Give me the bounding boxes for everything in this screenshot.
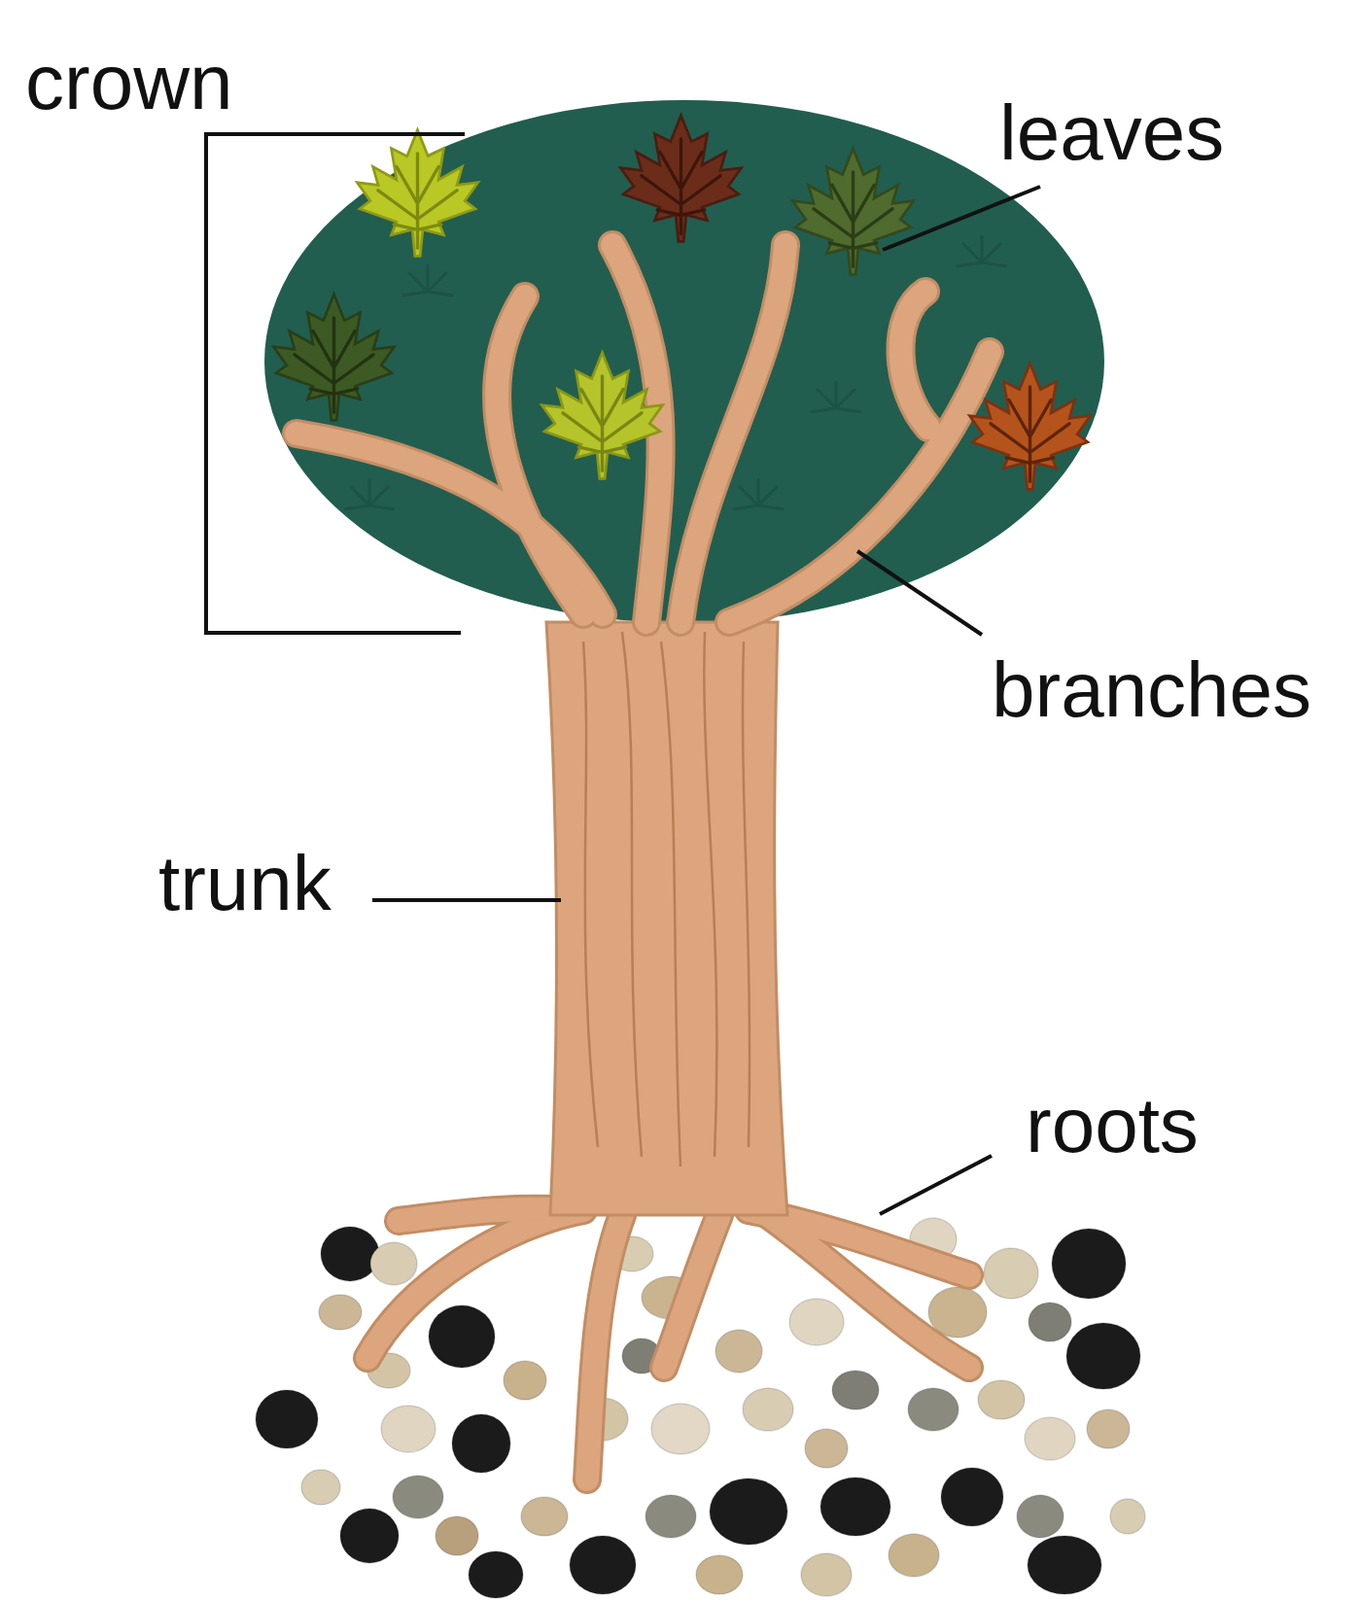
part-label: crown xyxy=(25,43,233,122)
branches-shape xyxy=(296,244,990,623)
part-label: trunk xyxy=(158,844,332,923)
trunk-shape xyxy=(546,622,788,1216)
part-label: roots xyxy=(1025,1086,1199,1165)
roots-shape xyxy=(367,1209,970,1480)
crown-shape xyxy=(264,100,1105,624)
maple-leaves xyxy=(273,115,1090,490)
part-label: branches xyxy=(991,651,1312,730)
leader-lines xyxy=(206,134,1041,1215)
bark-lines xyxy=(583,631,750,1167)
part-label: leaves xyxy=(999,94,1224,173)
